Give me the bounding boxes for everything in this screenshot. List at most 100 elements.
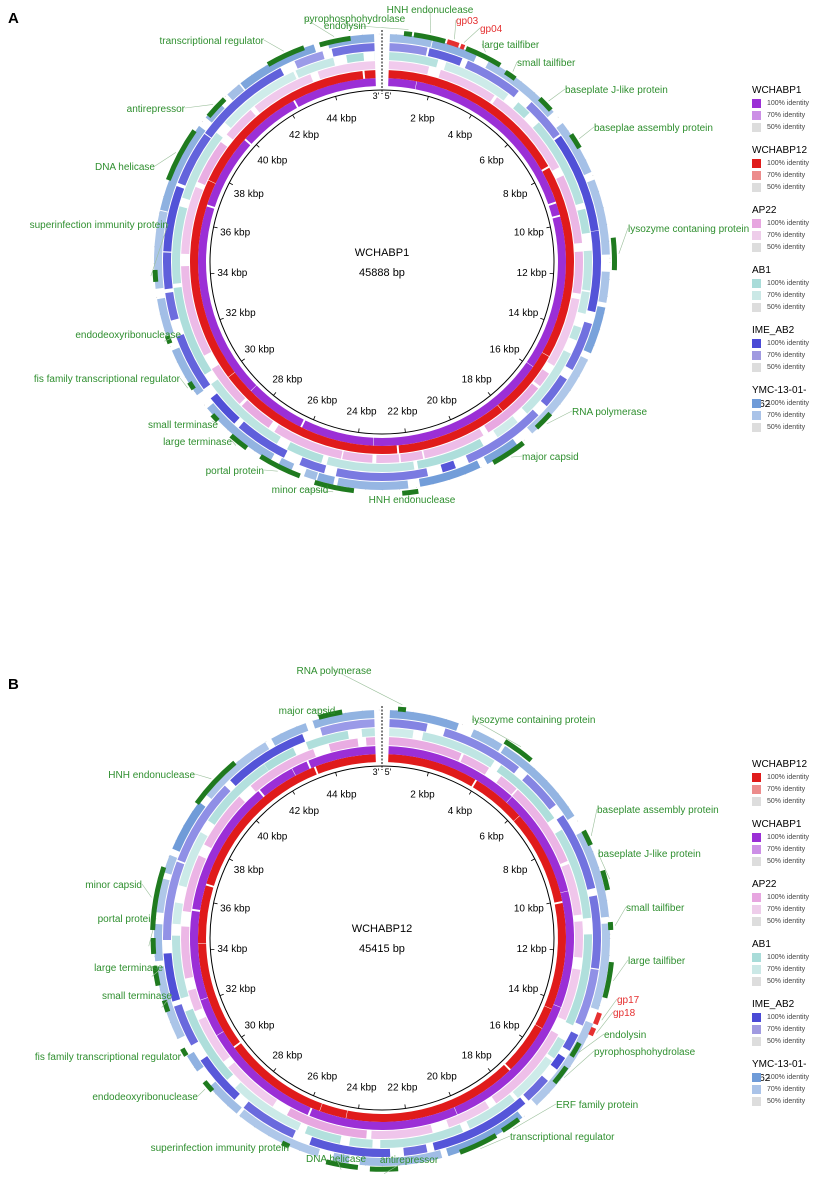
identity-segment	[241, 400, 274, 428]
identity-segment	[210, 393, 240, 424]
gene-label: superinfection immunity protein	[30, 220, 168, 231]
gene-arc	[210, 413, 220, 423]
legend-swatch	[752, 857, 761, 866]
identity-segment	[460, 754, 490, 775]
kbp-tick-label: 16 kbp	[490, 345, 520, 356]
gene-arc	[600, 869, 611, 891]
identity-segment	[554, 135, 599, 232]
gene-label: gp03	[456, 16, 479, 27]
genome-length: 45888 bp	[359, 267, 405, 279]
identity-segment	[294, 51, 325, 69]
gene-arc	[194, 760, 237, 805]
gene-arc	[492, 440, 525, 465]
legend-swatch	[752, 291, 761, 300]
kbp-tick-label: 34 kbp	[217, 944, 247, 955]
kbp-tick	[519, 358, 523, 362]
gene-leader-line	[481, 43, 486, 53]
gene-leader-line	[335, 1157, 342, 1170]
gene-arc	[552, 1065, 569, 1085]
panel-letter: A	[8, 10, 19, 27]
gene-leader-line	[578, 126, 595, 140]
gene-label: portal protein	[98, 914, 156, 925]
gene-arc	[568, 133, 582, 150]
gene-leader-line	[512, 61, 518, 72]
gene-leader-line	[563, 1050, 595, 1078]
kbp-tick-label: 20 kbp	[427, 396, 457, 407]
kbp-tick	[487, 392, 491, 396]
kbp-tick-label: 26 kbp	[307, 396, 337, 407]
kbp-tick-label: 20 kbp	[427, 1072, 457, 1083]
legend-row: 100% identity	[752, 218, 822, 229]
legend-row: 70% identity	[752, 350, 822, 361]
kbp-tick-label: 24 kbp	[347, 407, 377, 418]
identity-segment	[243, 1101, 296, 1138]
gene-leader-line	[480, 1135, 511, 1149]
gene-label: antirepressor	[127, 104, 186, 115]
kbp-tick	[229, 858, 234, 862]
identity-segment	[177, 133, 211, 186]
identity-segment	[238, 421, 288, 458]
identity-segment	[388, 754, 476, 787]
kbp-tick-label: 44 kbp	[327, 114, 357, 125]
gene-arc	[503, 69, 517, 81]
gene-arc	[229, 433, 249, 451]
kbp-tick-label: 8 kbp	[503, 865, 528, 876]
identity-segment	[182, 855, 207, 913]
legend-swatch	[752, 231, 761, 240]
legend-level-label: 100% identity	[767, 894, 810, 901]
gene-leader-line	[197, 1088, 206, 1097]
kbp-tick	[519, 1034, 523, 1038]
identity-ring	[198, 754, 566, 1122]
identity-segment	[155, 878, 170, 914]
kbp-tick-label: 12 kbp	[517, 268, 547, 279]
kbp-tick-label: 8 kbp	[503, 189, 528, 200]
identity-segment	[197, 141, 228, 186]
gene-leader-line	[303, 17, 335, 37]
gene-label: fis family transcriptional regulator	[35, 1052, 182, 1063]
kbp-tick-label: 4 kbp	[448, 130, 473, 141]
gene-label: HNH endonuclease	[369, 495, 456, 506]
gene-leader-line	[263, 469, 278, 472]
identity-segment	[598, 271, 610, 303]
kbp-tick	[313, 1091, 316, 1096]
legend-level-label: 70% identity	[767, 112, 806, 119]
identity-segment	[523, 1075, 548, 1101]
identity-segment	[328, 738, 359, 752]
kbp-tick-label: 42 kbp	[289, 806, 319, 817]
kbp-tick	[540, 993, 545, 996]
gene-label: baseplate J-like protein	[598, 849, 701, 860]
kbp-tick-label: 36 kbp	[220, 227, 250, 238]
legend-swatch	[752, 423, 761, 432]
identity-segment	[163, 953, 181, 1002]
gene-arc	[161, 999, 171, 1013]
identity-segment	[309, 1107, 458, 1130]
gene-arc	[465, 46, 502, 68]
gene-label: minor capsid	[272, 485, 329, 496]
legend-level-label: 50% identity	[767, 1098, 806, 1105]
gene-leader-line	[546, 410, 573, 425]
gene-label: HNH endonuclease	[108, 770, 195, 781]
gene-arc	[397, 706, 407, 713]
kbp-tick	[530, 182, 535, 186]
legend-swatch	[752, 917, 761, 926]
kbp-tick-label: 14 kbp	[508, 308, 538, 319]
identity-segment	[190, 910, 208, 1000]
identity-segment	[178, 832, 208, 888]
gene-arc	[164, 335, 173, 345]
identity-segment	[465, 409, 539, 463]
legend-row: 70% identity	[752, 170, 822, 181]
legend-title: AP22	[752, 879, 777, 890]
legend-title: AB1	[752, 939, 771, 950]
legend-swatch	[752, 977, 761, 986]
identity-segment	[286, 1108, 367, 1139]
identity-segment	[274, 425, 343, 459]
identity-segment	[207, 139, 251, 208]
gene-leader-line	[410, 496, 413, 500]
gene-leader-line	[211, 420, 219, 425]
identity-segment	[227, 84, 245, 101]
gene-arc	[152, 965, 161, 987]
identity-segment	[582, 250, 593, 291]
legend-level-label: 50% identity	[767, 858, 806, 865]
legend-row: 50% identity	[752, 976, 822, 987]
legend-level-label: 100% identity	[767, 834, 810, 841]
